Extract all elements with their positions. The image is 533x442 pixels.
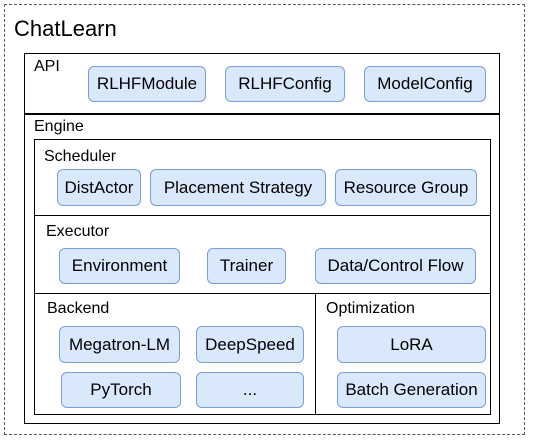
placement-strategy-box: Placement Strategy: [150, 169, 326, 206]
executor-label: Executor: [46, 223, 110, 240]
lora-box: LoRA: [337, 326, 486, 363]
backend-optimization-divider: [315, 293, 316, 415]
megatron-lm-box: Megatron-LM: [59, 326, 180, 363]
batch-generation-box: Batch Generation: [337, 372, 486, 408]
executor-backend-divider: [34, 293, 491, 294]
deepspeed-box: DeepSpeed: [196, 326, 304, 363]
rlhfmodule-box: RLHFModule: [88, 66, 206, 102]
api-label: API: [34, 58, 60, 75]
more-backends-box: ...: [196, 372, 304, 408]
engine-label: Engine: [34, 118, 84, 135]
modelconfig-box: ModelConfig: [364, 66, 486, 102]
trainer-box: Trainer: [207, 248, 286, 284]
optimization-label: Optimization: [326, 300, 415, 317]
chatlearn-frame: [4, 4, 525, 435]
distactor-box: DistActor: [57, 169, 141, 206]
diagram-title: ChatLearn: [14, 16, 117, 41]
scheduler-label: Scheduler: [44, 148, 117, 165]
scheduler-executor-divider: [34, 215, 491, 216]
environment-box: Environment: [59, 248, 180, 284]
rlhfconfig-box: RLHFConfig: [225, 66, 345, 102]
resource-group-box: Resource Group: [335, 169, 477, 206]
backend-label: Backend: [47, 300, 110, 317]
pytorch-box: PyTorch: [61, 372, 181, 408]
data-control-flow-box: Data/Control Flow: [315, 248, 476, 284]
